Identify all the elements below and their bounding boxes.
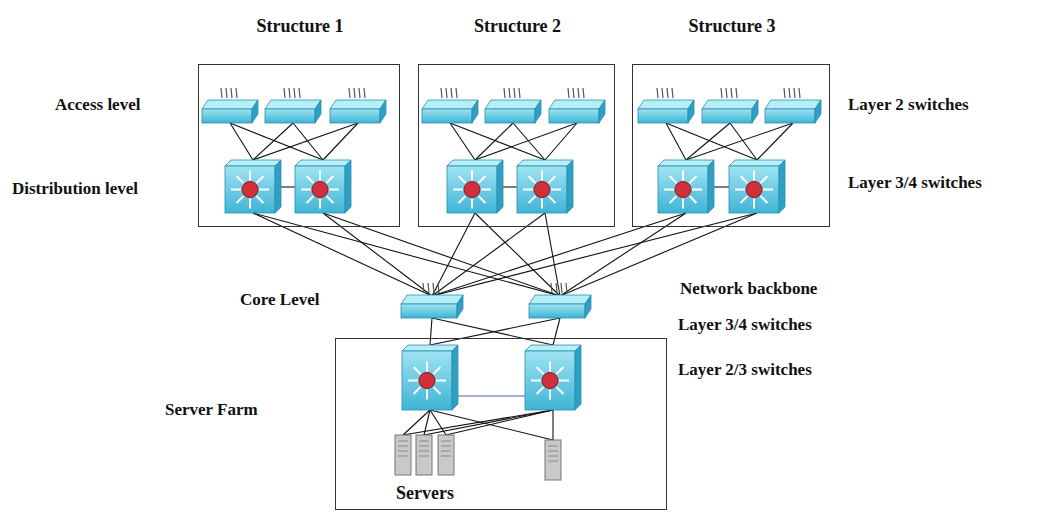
- link-line: [230, 123, 253, 160]
- layer2-switch: [202, 88, 258, 123]
- layer3-switch: [225, 160, 281, 213]
- link-line: [686, 123, 793, 160]
- link-line: [666, 123, 686, 160]
- level-label: Layer 2/3 switches: [678, 361, 812, 380]
- layer3-switch: [658, 160, 714, 213]
- server: [545, 440, 561, 480]
- layer2-switch: [702, 88, 758, 123]
- link-line: [323, 213, 432, 296]
- structure-title: Structure 2: [474, 17, 561, 37]
- layer2-switch: [265, 88, 321, 123]
- link-line: [253, 123, 358, 160]
- link-line: [686, 123, 730, 160]
- level-label: Distribution level: [12, 180, 138, 199]
- link-line: [475, 123, 577, 160]
- layer3-switch: [517, 160, 573, 213]
- level-label: Access level: [55, 96, 140, 115]
- link-line: [450, 123, 545, 160]
- link-line: [323, 213, 560, 296]
- link-line: [430, 318, 432, 345]
- level-label: Layer 3/4 switches: [678, 316, 812, 335]
- server-farm-box: Servers: [335, 338, 667, 510]
- layer3-switch: [525, 345, 581, 410]
- layer3-switch: [295, 160, 351, 213]
- structure-title: Structure 1: [256, 17, 343, 37]
- link-line: [323, 123, 358, 160]
- link-line: [545, 123, 577, 160]
- link-line: [253, 123, 293, 160]
- link-line: [553, 318, 560, 345]
- server: [416, 435, 432, 475]
- structure-box: Structure 3: [632, 64, 830, 227]
- link-line: [757, 123, 793, 160]
- structure-title: Structure 3: [688, 17, 775, 37]
- level-label: Layer 2 switches: [848, 96, 969, 115]
- link-line: [730, 123, 757, 160]
- link-line: [230, 123, 323, 160]
- level-label: Server Farm: [165, 401, 258, 420]
- structure-box: Structure 1: [198, 64, 400, 227]
- link-line: [475, 123, 513, 160]
- link-line: [457, 395, 526, 396]
- link-line: [424, 410, 553, 435]
- server: [438, 435, 454, 475]
- layer3-switch: [729, 160, 785, 213]
- node-label: Servers: [396, 484, 454, 504]
- link-line: [280, 186, 296, 187]
- layer2-switch: [549, 88, 605, 123]
- layer3-switch: [402, 345, 458, 410]
- link-line: [432, 213, 545, 296]
- layer2-switch: [401, 283, 463, 318]
- structure-box: Structure 2: [418, 64, 615, 227]
- link-line: [446, 410, 553, 435]
- devices: [202, 88, 821, 480]
- link-line: [403, 410, 553, 435]
- layer2-switch: [422, 88, 478, 123]
- link-line: [253, 213, 560, 296]
- layer2-switch: [529, 283, 591, 318]
- level-label: Network backbone: [680, 280, 817, 299]
- level-label: Layer 3/4 switches: [848, 174, 982, 193]
- level-label: Core Level: [240, 291, 319, 310]
- link-line: [450, 123, 475, 160]
- layer2-switch: [330, 88, 386, 123]
- server: [395, 435, 411, 475]
- layer2-switch: [485, 88, 541, 123]
- link-line: [513, 123, 545, 160]
- link-line: [713, 186, 730, 187]
- link-line: [666, 123, 757, 160]
- link-line: [502, 186, 518, 187]
- link-line: [430, 318, 560, 345]
- layer2-switch: [765, 88, 821, 123]
- link-line: [432, 213, 686, 296]
- layer2-switch: [638, 88, 694, 123]
- link-line: [293, 123, 323, 160]
- link-line: [560, 213, 686, 296]
- layer3-switch: [447, 160, 503, 213]
- link-line: [552, 410, 553, 440]
